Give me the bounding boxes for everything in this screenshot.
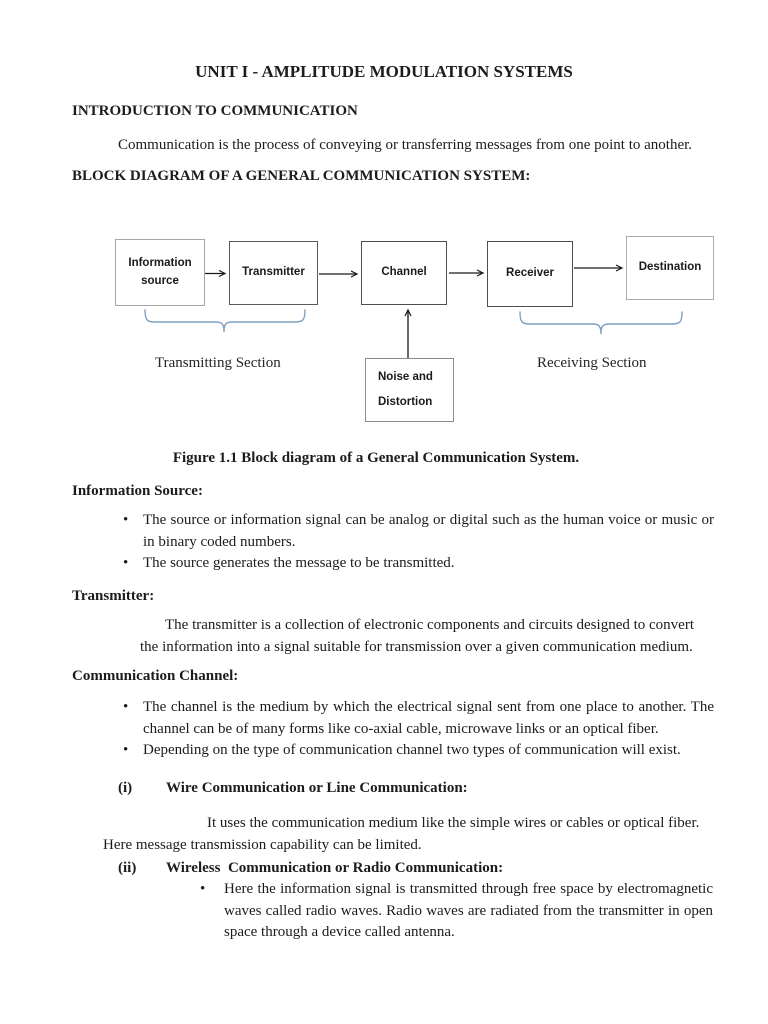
underbrace-receiving-section xyxy=(519,311,683,335)
list-item: The source or information signal can be … xyxy=(122,510,714,553)
wireless-communication-list: Here the information signal is transmitt… xyxy=(198,879,713,944)
wire-communication-heading: Wire Communication or Line Communication… xyxy=(166,780,468,796)
transmitter-heading: Transmitter: xyxy=(72,588,155,604)
list-item: The source generates the message to be t… xyxy=(122,553,714,575)
paragraph-line: Here message transmission capability can… xyxy=(103,836,422,853)
intro-paragraph: Communication is the process of conveyin… xyxy=(118,137,693,153)
diagram-box-noise-distortion: Noise and Distortion xyxy=(365,358,454,422)
diagram-box-receiver: Receiver xyxy=(487,241,573,307)
wireless-communication-heading: Wireless Communication or Radio Communic… xyxy=(166,860,504,876)
communication-channel-heading: Communication Channel: xyxy=(72,668,239,684)
list-item: The channel is the medium by which the e… xyxy=(122,697,714,740)
label-transmitting-section: Transmitting Section xyxy=(155,355,281,371)
list-item: Depending on the type of communication c… xyxy=(122,740,714,762)
diagram-box-destination: Destination xyxy=(626,236,714,300)
underbrace-transmitting-section xyxy=(144,309,306,333)
communication-channel-list: The channel is the medium by which the e… xyxy=(122,697,714,762)
diagram-box-information-source: Information source xyxy=(115,239,205,306)
paragraph-line: The transmitter is a collection of elect… xyxy=(165,617,694,633)
wire-communication-paragraph: It uses the communication medium like th… xyxy=(103,813,699,856)
label-receiving-section: Receiving Section xyxy=(537,355,647,371)
block-diagram-canvas xyxy=(144,210,683,358)
paragraph-line: the information into a signal suitable f… xyxy=(140,638,693,655)
diagram-box-transmitter: Transmitter xyxy=(229,241,318,305)
block-diagram-heading: BLOCK DIAGRAM OF A GENERAL COMMUNICATION… xyxy=(72,168,531,184)
intro-heading: INTRODUCTION TO COMMUNICATION xyxy=(72,103,358,119)
list-item: Here the information signal is transmitt… xyxy=(198,879,713,944)
transmitter-paragraph: The transmitter is a collection of elect… xyxy=(140,615,694,658)
information-source-list: The source or information signal can be … xyxy=(122,510,714,575)
figure-caption: Figure 1.1 Block diagram of a General Co… xyxy=(172,450,580,466)
wire-communication-numeral: (i) xyxy=(118,780,133,796)
page-title: UNIT I - AMPLITUDE MODULATION SYSTEMS xyxy=(195,62,573,81)
paragraph-line: It uses the communication medium like th… xyxy=(207,815,700,831)
information-source-heading: Information Source: xyxy=(72,483,203,499)
diagram-box-channel: Channel xyxy=(361,241,447,305)
wireless-communication-numeral: (ii) xyxy=(118,860,137,876)
